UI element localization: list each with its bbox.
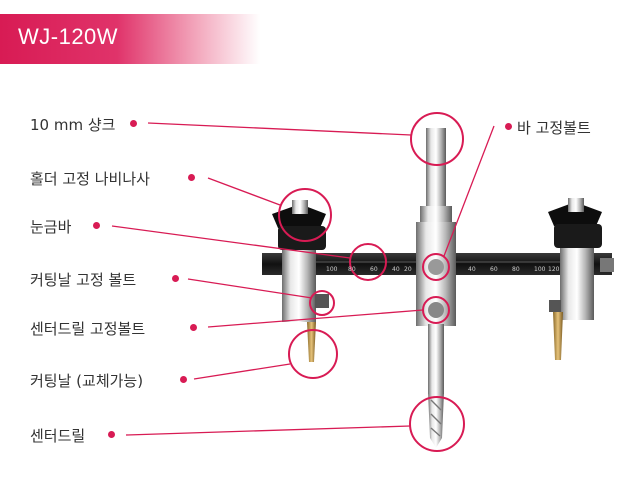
dot-scale-bar: [93, 222, 100, 229]
label-holder-wingnut: 홀더 고정 나비나사: [30, 170, 150, 188]
dot-shank: [130, 120, 137, 127]
scale-tick-right-2: 60: [490, 266, 498, 273]
title-banner: WJ-120W: [0, 14, 260, 64]
scale-tick-right-5: 120: [548, 266, 560, 273]
shank-highlight: [410, 112, 464, 166]
bar-bolt-highlight: [422, 253, 450, 281]
dot-bar-bolt: [505, 123, 512, 130]
label-scale-bar: 눈금바: [30, 218, 72, 236]
product-title: WJ-120W: [18, 24, 119, 49]
dot-center-drill: [108, 431, 115, 438]
scale-leader: [111, 225, 351, 259]
label-bar-bolt: 바 고정볼트: [517, 119, 591, 137]
scale-highlight: [349, 243, 387, 281]
label-center-drill-bolt: 센터드릴 고정볼트: [30, 320, 146, 338]
scale-tick-left-2: 80: [348, 266, 356, 273]
scale-tick-right-4: 100: [534, 266, 546, 273]
scale-tick-right-1: 40: [468, 266, 476, 273]
blade-highlight: [288, 329, 338, 379]
label-cutter-bolt: 커팅날 고정 볼트: [30, 271, 137, 289]
wingnut-leader: [207, 177, 281, 206]
label-cutter-blade: 커팅날 (교체가능): [30, 372, 144, 390]
dot-cutter-blade: [180, 376, 187, 383]
blade-leader: [193, 363, 291, 380]
right-holder: [548, 198, 614, 360]
bar-bolt-leader: [443, 125, 495, 257]
cutter-bolt-highlight: [309, 290, 335, 316]
center-bolt-leader: [207, 309, 424, 328]
wingnut-highlight: [278, 188, 332, 242]
cutter-bolt-leader: [187, 278, 313, 299]
shank-leader: [147, 122, 412, 136]
scale-tick-right-3: 80: [512, 266, 520, 273]
scale-tick-left-5: 20: [404, 266, 412, 273]
scale-tick-left-1: 100: [326, 266, 338, 273]
left-holder: [272, 200, 329, 362]
label-shank: 10 mm 샹크: [30, 116, 116, 134]
dot-holder-wingnut: [188, 174, 195, 181]
label-center-drill: 센터드릴: [30, 427, 86, 445]
dot-cutter-bolt: [172, 275, 179, 282]
drill-leader: [125, 425, 411, 436]
scale-tick-left-4: 40: [392, 266, 400, 273]
scale-tick-left-3: 60: [370, 266, 378, 273]
dot-center-drill-bolt: [190, 324, 197, 331]
drill-highlight: [409, 396, 465, 452]
